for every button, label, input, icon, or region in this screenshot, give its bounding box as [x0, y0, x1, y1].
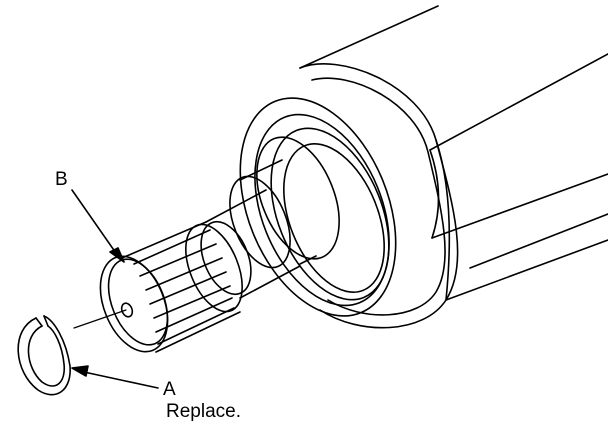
stepped-shaft	[200, 159, 317, 299]
circlip-ring	[17, 315, 71, 396]
joint-housing	[299, 5, 608, 329]
leader-a	[71, 365, 159, 389]
callout-note-replace: Replace.	[166, 401, 241, 422]
shaft-shoulder-rings	[239, 97, 397, 317]
callout-label-b: B	[55, 169, 68, 190]
leader-b	[71, 189, 125, 263]
center-line	[73, 309, 127, 329]
callout-label-a: A	[163, 379, 176, 400]
splined-section	[121, 221, 243, 353]
